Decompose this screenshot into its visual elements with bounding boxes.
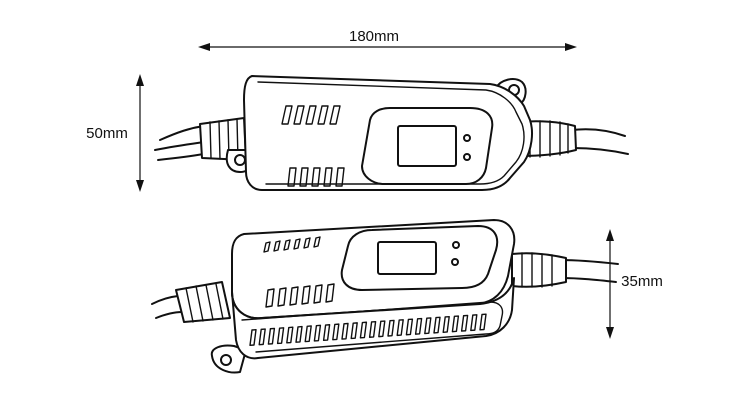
side-vent-slot xyxy=(359,321,368,339)
front-lcd-screen xyxy=(397,125,457,167)
persp-right-cable-lower xyxy=(559,277,617,283)
persp-lcd-screen xyxy=(377,241,437,275)
side-vent-slot xyxy=(424,317,432,335)
front-bottom-vents xyxy=(287,167,345,187)
side-vent-slot xyxy=(295,325,303,343)
right-cable-upper xyxy=(571,128,626,137)
side-vent-slot xyxy=(470,314,478,332)
charger-perspective-view xyxy=(151,219,619,374)
persp-housing-side xyxy=(231,277,515,360)
front-housing-inner-edge xyxy=(257,81,525,185)
persp-left-strain-relief xyxy=(175,281,231,323)
left-cable-upper xyxy=(159,125,205,141)
side-vent-slot xyxy=(313,324,322,342)
side-vent-slot xyxy=(267,327,276,345)
depth-arrow-top-head xyxy=(606,229,614,241)
side-vent-slot xyxy=(350,322,358,340)
side-vent-slot xyxy=(258,328,266,346)
length-dimension: 180mm xyxy=(198,28,577,51)
persp-right-strain-relief xyxy=(511,252,567,288)
side-vent-slot xyxy=(433,316,441,334)
side-vent-slot xyxy=(322,324,331,342)
persp-left-cable-lower xyxy=(155,311,183,319)
side-vent-slot xyxy=(414,317,423,335)
length-arrow-left-head xyxy=(198,43,210,51)
persp-top-vents xyxy=(263,236,321,253)
side-vent-slot xyxy=(460,314,469,332)
side-vent-slot xyxy=(451,315,460,333)
side-vent-slot xyxy=(387,319,395,337)
persp-side-vents xyxy=(249,313,487,346)
length-label: 180mm xyxy=(349,28,399,45)
height-arrow-bottom-head xyxy=(136,180,144,192)
persp-led-indicator-2 xyxy=(451,258,459,266)
side-vent-slot xyxy=(332,323,340,341)
left-cable-bottom xyxy=(157,153,205,161)
side-vent-slot xyxy=(341,322,349,340)
side-vent-slot xyxy=(368,320,377,338)
persp-mounting-hole xyxy=(220,354,232,366)
persp-side-inner-edge xyxy=(241,301,504,353)
persp-left-cable-upper xyxy=(151,295,179,305)
front-top-vents xyxy=(281,105,341,125)
height-dimension: 50mm xyxy=(86,74,144,192)
side-vent-slot xyxy=(276,327,285,345)
left-cable-lower xyxy=(154,141,205,151)
side-vent-slot xyxy=(479,313,487,331)
front-led-indicator-1 xyxy=(463,134,471,142)
side-vent-slot xyxy=(396,319,404,337)
height-label: 50mm xyxy=(86,125,128,142)
side-vent-slot xyxy=(249,329,257,346)
front-led-indicator-2 xyxy=(463,153,471,161)
height-arrow-top-head xyxy=(136,74,144,86)
side-vent-slot xyxy=(442,315,450,333)
side-vent-slot xyxy=(405,318,414,336)
side-vent-slot xyxy=(378,320,386,338)
depth-dimension: 35mm xyxy=(606,229,663,339)
length-arrow-right-head xyxy=(565,43,577,51)
persp-right-cable-upper xyxy=(559,259,619,265)
right-cable-lower xyxy=(571,147,629,155)
side-vent-slot xyxy=(286,326,294,344)
charger-front-view xyxy=(154,75,629,191)
depth-label: 35mm xyxy=(621,273,663,290)
depth-arrow-bottom-head xyxy=(606,327,614,339)
persp-middle-vents xyxy=(265,283,335,308)
persp-led-indicator-1 xyxy=(452,241,460,249)
side-vent-slot xyxy=(304,325,312,343)
